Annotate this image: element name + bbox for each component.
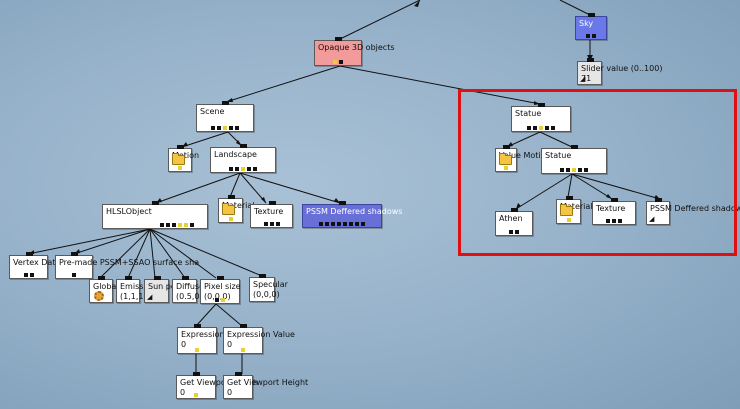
node-value: 0 [180,388,186,397]
node-label: Statue [545,151,572,160]
node-expression-value-1[interactable]: Expression Value 0 [177,324,249,354]
node-label: PSSM Deffered shadows [306,207,403,216]
node-value: 0 [181,340,187,349]
node-label: Emissive [120,282,156,291]
node-pssm-statue[interactable]: PSSM Deffered shadows ◢ [646,198,740,225]
node-material-landscape[interactable]: Material [218,195,255,223]
node-get-viewport-height[interactable]: Get Viewport Height 0 [223,372,308,399]
node-label: Diffuse [176,282,205,291]
node-value-motion[interactable]: Value Motion [495,145,551,172]
node-expression-value-2[interactable]: Expression Value 0 [223,324,295,354]
node-label: Pixel size [204,282,241,291]
node-label: Vertex Data [13,258,61,267]
node-label: Specular [253,280,288,289]
node-label: Get Viewport Height [227,378,309,387]
node-label: Opaque 3D objects [318,43,395,52]
node-label: Expression Value [181,330,249,339]
node-label: Global map [93,282,139,291]
node-label: Slider value (0..100) [581,64,663,73]
node-athen[interactable]: Athen [495,208,533,236]
node-global-map[interactable]: Global map [89,276,139,303]
node-statue-child[interactable]: Statue [541,145,607,174]
node-texture-landscape[interactable]: Texture [250,201,293,228]
node-vertex-data[interactable]: Vertex Data [9,252,60,279]
node-scene[interactable]: Scene [196,101,254,132]
folder-icon [499,153,512,165]
node-get-viewport-width[interactable]: Get Viewport Width 0 [176,372,258,399]
node-value: 0 [227,388,233,397]
selection-highlight-box [458,89,737,256]
slider-icon: ◢ [649,215,655,223]
slider-icon: ◢ [147,293,153,301]
node-label: Expression Value [227,330,295,339]
folder-icon [172,153,185,165]
node-label: Material [222,201,255,210]
gear-icon [94,291,104,301]
node-texture-statue[interactable]: Texture [592,198,636,225]
node-diffuse[interactable]: Diffuse (0.5,0.5,0.5) [172,276,226,303]
node-value: (0,0,0) [204,292,231,301]
node-label: Sky [579,19,594,28]
node-sky[interactable]: Sky [575,13,607,40]
node-value: (1,1,1) [120,292,147,301]
node-label: Athen [499,214,523,223]
node-pssm-landscape[interactable]: PSSM Deffered shadows [302,201,402,228]
node-value: 71 [581,74,592,83]
node-statue-parent[interactable]: Statue [511,103,571,132]
node-pixel-size[interactable]: Pixel size (0,0,0) [200,276,241,304]
node-hlsl-object[interactable]: HLSLObject [102,201,208,229]
node-label: HLSLObject [106,207,152,216]
node-value: 0 [227,340,233,349]
node-label: Material [560,202,593,211]
node-value: (0,0,0) [253,290,280,299]
node-landscape[interactable]: Landscape [210,144,276,173]
node-specular[interactable]: Specular (0,0,0) [249,274,288,302]
node-motion[interactable]: Motion [168,145,199,172]
node-slider-value[interactable]: Slider value (0..100) 71 ◢ [577,58,662,85]
node-label: PSSM Deffered shadows [650,204,740,213]
node-label: Landscape [214,150,257,159]
node-label: Pre-made PSSM+SSAO surface sha [59,258,200,267]
node-label: Texture [596,204,626,213]
node-label: Get Viewport Width [180,378,258,387]
node-material-statue[interactable]: Material [556,196,593,224]
node-value: (0.5,0.5,0.5) [176,292,226,302]
node-label: Texture [254,207,284,216]
node-label: Scene [200,107,225,116]
node-sun-position[interactable]: Sun position ◢ [144,276,197,303]
slider-icon: ◢ [580,75,586,83]
node-emissive[interactable]: Emissive (1,1,1) [116,276,155,303]
node-opaque-3d-objects[interactable]: Opaque 3D objects [314,37,395,66]
node-label: Motion [172,151,200,160]
folder-icon [560,204,573,216]
node-label: Statue [515,109,542,118]
node-label: Value Motion [499,151,551,160]
node-premade-pssm-ssao[interactable]: Pre-made PSSM+SSAO surface sha [55,252,199,279]
folder-icon [222,203,235,215]
